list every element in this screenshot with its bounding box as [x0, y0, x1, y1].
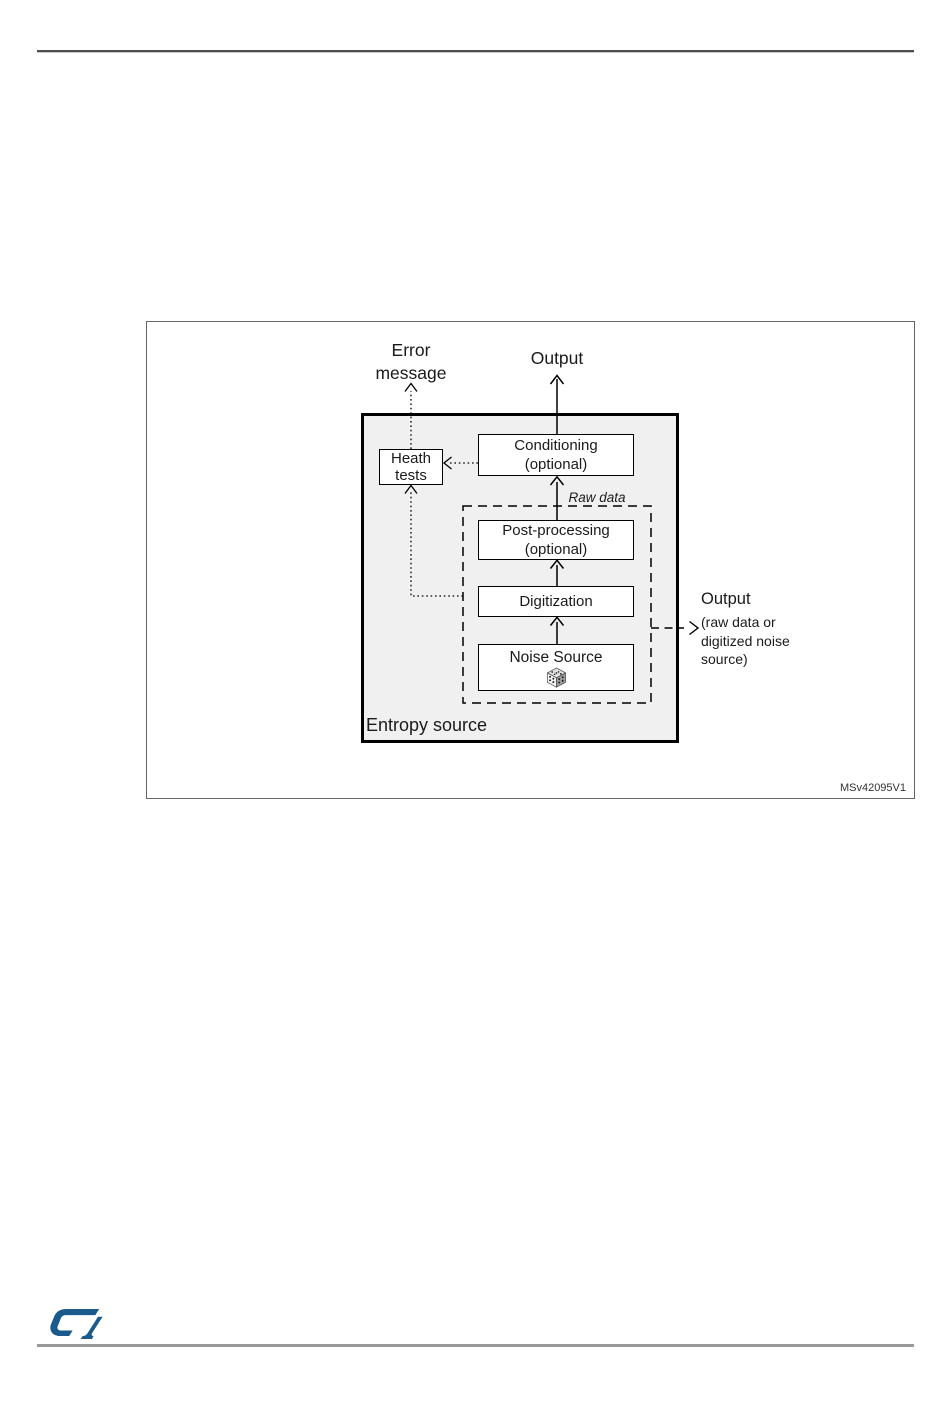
top-output-label: Output	[530, 348, 584, 368]
raw-data-label: Raw data	[568, 490, 626, 505]
error-message-line1: Error	[391, 340, 431, 360]
entropy-source-label: Entropy source	[366, 715, 488, 735]
conditioning-box: Conditioning (optional)	[478, 434, 634, 476]
side-output-title: Output	[701, 590, 751, 608]
noise-source-box: Noise Source	[478, 644, 634, 691]
dice-icon	[546, 667, 566, 688]
post-processing-line2: (optional)	[524, 541, 588, 558]
error-message-label: Error message	[351, 339, 471, 385]
post-processing-box: Post-processing (optional)	[478, 520, 634, 560]
digitization-label: Digitization	[519, 593, 593, 610]
header-rule	[37, 50, 914, 53]
health-tests-line2: tests	[395, 467, 427, 484]
side-output-line1: (raw data or	[701, 614, 776, 630]
side-output-line3: source)	[701, 651, 748, 667]
post-processing-line1: Post-processing	[502, 522, 610, 539]
figure-watermark: MSv42095V1	[839, 782, 906, 794]
health-tests-box: Heath tests	[379, 449, 443, 485]
conditioning-line1: Conditioning	[514, 437, 598, 454]
figure-frame: Error message Output Heath tests Conditi…	[146, 321, 915, 799]
health-tests-line1: Heath	[390, 450, 432, 467]
st-logo	[50, 1309, 103, 1339]
digitization-box: Digitization	[478, 586, 634, 617]
footer-rule	[37, 1344, 914, 1347]
error-message-line2: message	[375, 363, 447, 383]
conditioning-line2: (optional)	[524, 456, 588, 473]
side-output-subtext: (raw data or digitized noise source)	[701, 613, 790, 669]
side-output-line2: digitized noise	[701, 632, 790, 649]
noise-source-label: Noise Source	[509, 649, 603, 666]
